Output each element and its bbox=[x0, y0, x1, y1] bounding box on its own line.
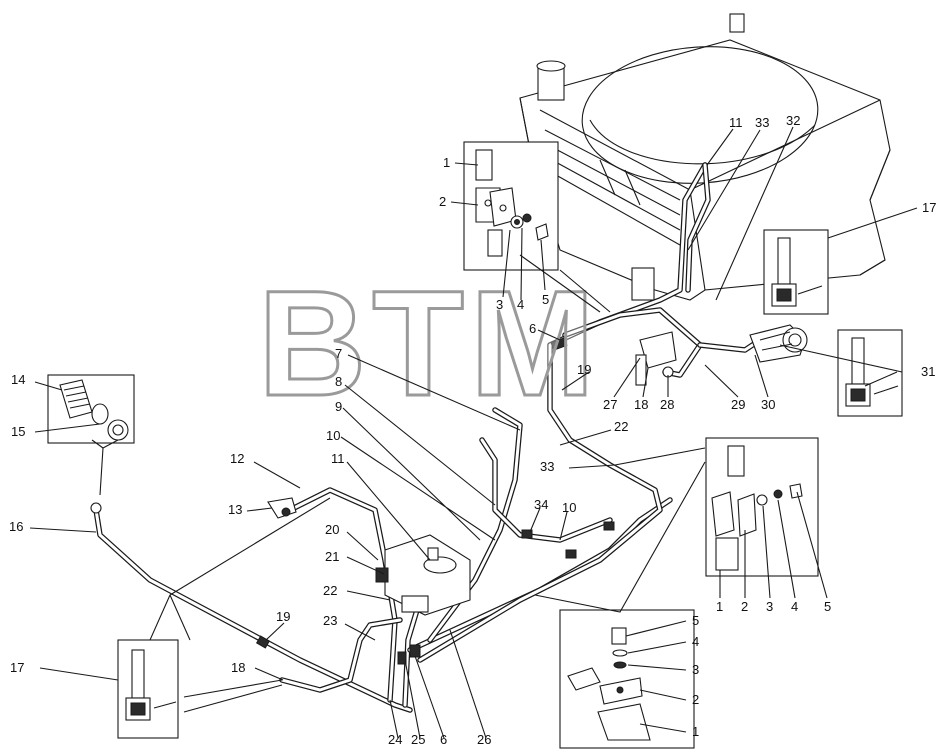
label-16: 16 bbox=[9, 519, 23, 534]
label-14: 14 bbox=[11, 372, 25, 387]
fuel-tank bbox=[519, 13, 891, 301]
label-29: 29 bbox=[731, 397, 745, 412]
label-3: 3 bbox=[496, 297, 503, 312]
fittings bbox=[90, 324, 808, 665]
label-21: 21 bbox=[325, 549, 339, 564]
label-28: 28 bbox=[660, 397, 674, 412]
label-31: 31 bbox=[921, 364, 935, 379]
label-33: 33 bbox=[755, 115, 769, 130]
callout-coupling-left bbox=[47, 374, 135, 444]
label-20: 20 bbox=[325, 522, 339, 537]
label-6b: 6 bbox=[440, 732, 447, 747]
label-6: 6 bbox=[529, 321, 536, 336]
callout-clamp-top bbox=[463, 141, 559, 271]
label-br3: 3 bbox=[692, 662, 699, 677]
label-19: 19 bbox=[577, 362, 591, 377]
label-5: 5 bbox=[542, 292, 549, 307]
label-br4: 4 bbox=[692, 634, 699, 649]
label-33b: 33 bbox=[540, 459, 554, 474]
label-13: 13 bbox=[228, 502, 242, 517]
label-26: 26 bbox=[477, 732, 491, 747]
label-11b: 11 bbox=[331, 451, 345, 466]
label-r3: 3 bbox=[766, 599, 773, 614]
leader-lines bbox=[29, 126, 918, 739]
label-17: 17 bbox=[922, 200, 936, 215]
label-30: 30 bbox=[761, 397, 775, 412]
label-r5: 5 bbox=[824, 599, 831, 614]
label-r1: 1 bbox=[716, 599, 723, 614]
label-22a: 22 bbox=[614, 419, 628, 434]
label-19b: 19 bbox=[276, 609, 290, 624]
label-1: 1 bbox=[443, 155, 450, 170]
fuel-pump bbox=[749, 324, 808, 363]
label-br5: 5 bbox=[692, 613, 699, 628]
label-18b: 18 bbox=[231, 660, 245, 675]
label-32: 32 bbox=[786, 113, 800, 128]
label-7: 7 bbox=[335, 346, 342, 361]
label-15: 15 bbox=[11, 424, 25, 439]
label-8: 8 bbox=[335, 374, 342, 389]
label-22: 22 bbox=[323, 583, 337, 598]
label-17b: 17 bbox=[10, 660, 24, 675]
label-10: 10 bbox=[326, 428, 340, 443]
label-r2: 2 bbox=[741, 599, 748, 614]
watermark-text: BTM bbox=[258, 259, 601, 427]
callout-clamp-bottom bbox=[559, 609, 695, 749]
label-23: 23 bbox=[323, 613, 337, 628]
callout-clamp-right bbox=[705, 437, 819, 577]
label-br1: 1 bbox=[692, 724, 699, 739]
label-27: 27 bbox=[603, 397, 617, 412]
label-r4: 4 bbox=[791, 599, 798, 614]
label-2: 2 bbox=[439, 194, 446, 209]
label-18: 18 bbox=[634, 397, 648, 412]
callout-clip-left bbox=[117, 639, 179, 739]
label-34: 34 bbox=[534, 497, 548, 512]
label-br2: 2 bbox=[692, 692, 699, 707]
label-9: 9 bbox=[335, 399, 342, 414]
callout-clip-right-top bbox=[763, 229, 829, 315]
label-10b: 10 bbox=[562, 500, 576, 515]
label-11: 11 bbox=[729, 115, 743, 130]
callout-numbers: 1 2 3 4 5 11 33 32 17 6 19 27 18 28 29 3… bbox=[9, 113, 936, 747]
label-25: 25 bbox=[411, 732, 425, 747]
label-4: 4 bbox=[517, 297, 524, 312]
label-24: 24 bbox=[388, 732, 402, 747]
callout-clip-right bbox=[837, 329, 903, 417]
label-12: 12 bbox=[230, 451, 244, 466]
